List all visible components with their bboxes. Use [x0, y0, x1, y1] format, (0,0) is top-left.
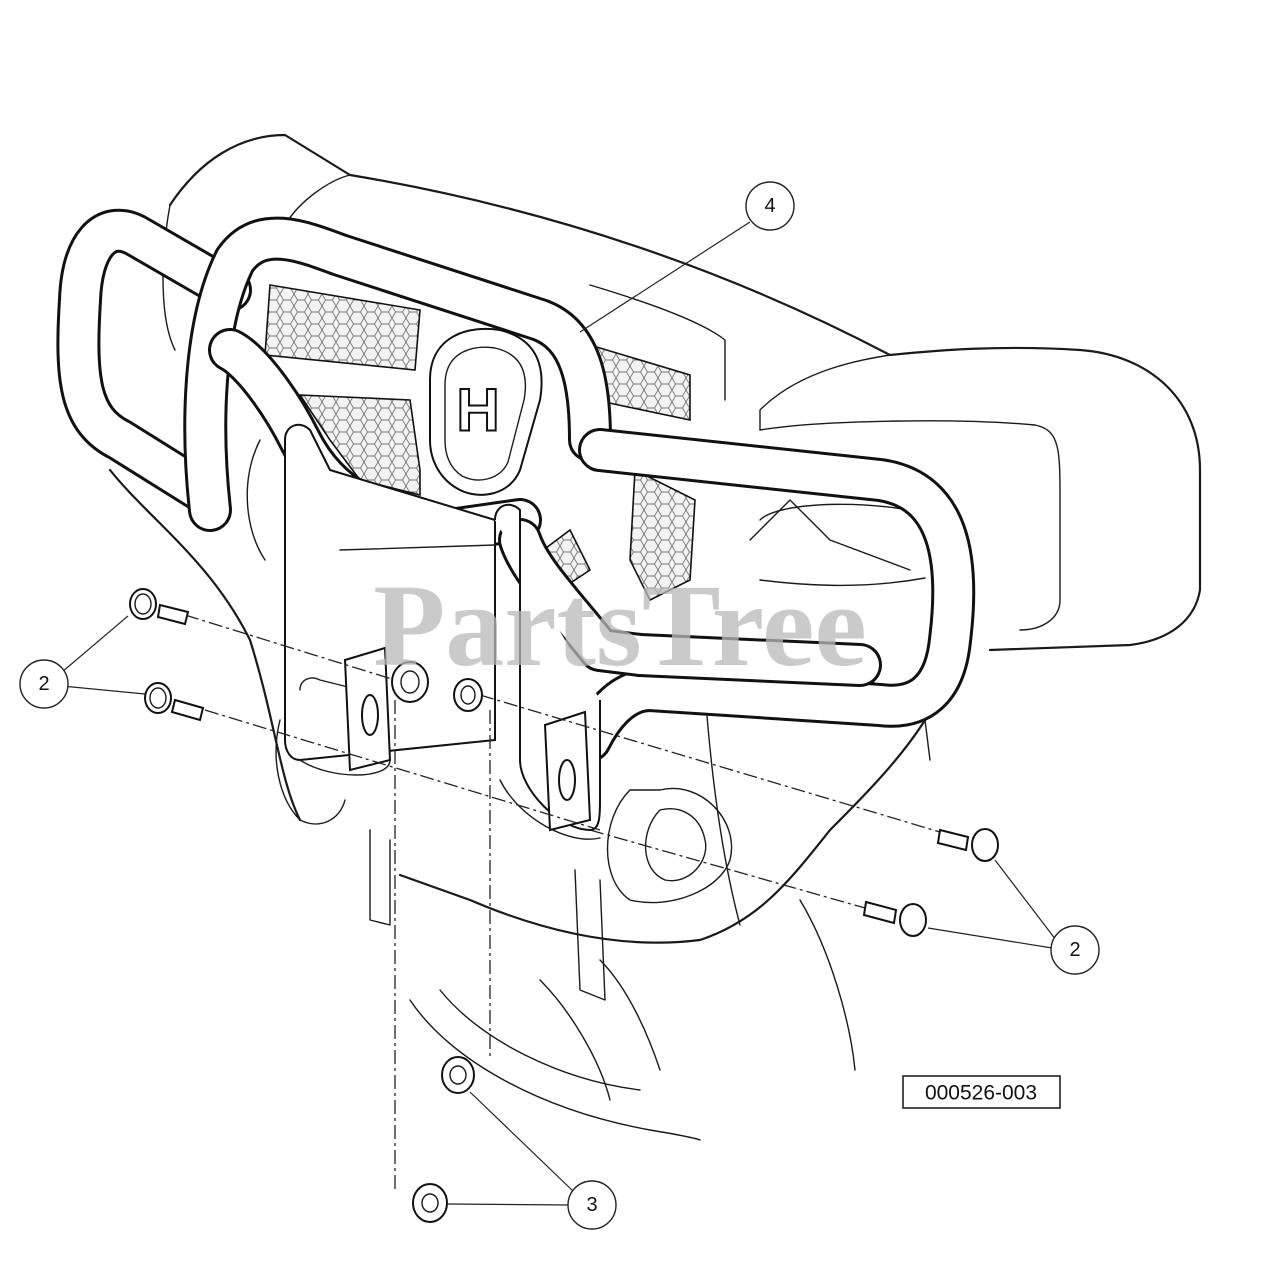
flange-nut-lower [412, 1183, 448, 1223]
bolt-left-upper [129, 588, 190, 626]
callout-2-left-label: 2 [38, 673, 49, 695]
collar-nut-center-right [453, 678, 483, 712]
mounting-brackets [284, 423, 601, 840]
callout-3-label: 3 [586, 1194, 597, 1216]
leader-lines [61, 221, 1057, 1206]
watermark: PartsTree [373, 560, 867, 691]
vehicle-lower-body [108, 439, 931, 1141]
vehicle-hood [162, 133, 1202, 652]
bolt-right-upper [936, 828, 999, 862]
reference-number: 000526-003 [902, 1075, 1061, 1109]
bolt-left-lower [144, 682, 205, 722]
callout-4-label: 4 [764, 195, 775, 217]
grille: H [264, 284, 696, 602]
flange-nut-upper [441, 1056, 475, 1094]
reference-number-text: 000526-003 [925, 1082, 1037, 1105]
callout-2-left: 2 [19, 659, 69, 709]
bolt-right-lower [862, 900, 927, 937]
collar-nut-center-left [391, 661, 429, 703]
callout-2-right-label: 2 [1069, 939, 1080, 961]
callout-2-right: 2 [1050, 925, 1100, 975]
logo-emblem: H [429, 327, 543, 496]
callout-4: 4 [745, 181, 795, 231]
callout-3: 3 [567, 1180, 617, 1230]
logo-letter: H [456, 377, 499, 444]
assembly-lines [184, 614, 941, 1190]
